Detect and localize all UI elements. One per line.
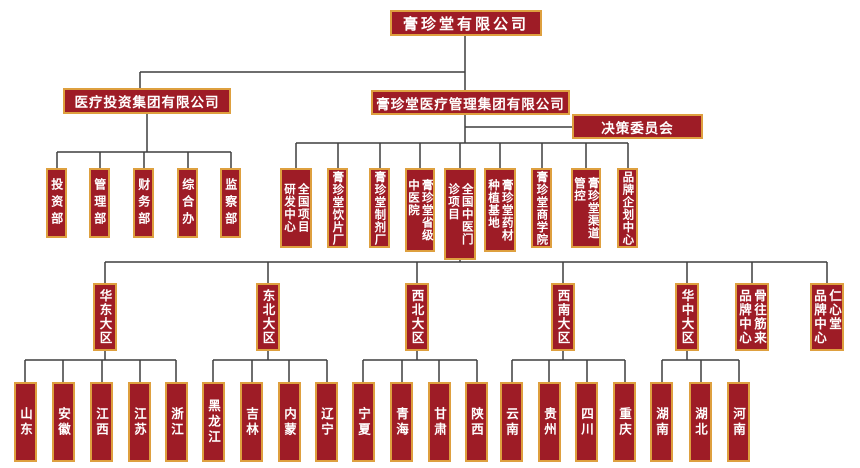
node-medical-dept-9-label: 品牌企划中心 bbox=[621, 170, 636, 246]
node-province-neimeng: 内蒙 bbox=[278, 382, 301, 462]
node-medical-dept-4: 膏珍堂省级 中医院 bbox=[405, 168, 435, 252]
node-province-gansu: 甘肃 bbox=[428, 382, 451, 462]
node-medical-dept-5-label: 全国中医门 诊项目 bbox=[447, 182, 475, 246]
node-province-jiangxi: 江西 bbox=[90, 382, 113, 462]
node-region-dongbei: 东北大区 bbox=[256, 283, 280, 351]
node-province-zhejiang-label: 浙江 bbox=[169, 406, 184, 438]
node-invest-dept-4: 综合办 bbox=[177, 168, 198, 238]
node-medical-dept-6: 膏珍堂药材 种植基地 bbox=[484, 168, 516, 252]
node-root-company-label: 膏珍堂有限公司 bbox=[402, 14, 529, 33]
node-medical-group: 膏珍堂医疗管理集团有限公司 bbox=[371, 90, 570, 115]
node-province-guizhou: 贵州 bbox=[538, 382, 561, 462]
node-province-chongqing: 重庆 bbox=[613, 382, 636, 462]
node-invest-dept-5-label: 监察部 bbox=[223, 177, 238, 229]
node-invest-dept-3: 财务部 bbox=[133, 168, 154, 238]
node-investment-group: 医疗投资集团有限公司 bbox=[63, 88, 231, 114]
node-province-hubei: 湖北 bbox=[689, 382, 712, 462]
node-decision-committee-label: 决策委员会 bbox=[601, 120, 674, 137]
node-province-anhui-label: 安徽 bbox=[56, 406, 71, 438]
node-province-neimeng-label: 内蒙 bbox=[282, 406, 297, 438]
node-brand-center-renxintang-label: 仁心堂 品牌中心 bbox=[812, 289, 842, 345]
node-province-jiangxi-label: 江西 bbox=[94, 406, 109, 438]
node-region-huadong-label: 华东大区 bbox=[97, 289, 113, 345]
node-province-ningxia-label: 宁夏 bbox=[356, 406, 371, 438]
node-invest-dept-2: 管理部 bbox=[89, 168, 110, 238]
node-province-qinghai-label: 青海 bbox=[394, 406, 409, 438]
node-medical-group-label: 膏珍堂医疗管理集团有限公司 bbox=[376, 96, 565, 113]
node-invest-dept-1-label: 投资部 bbox=[49, 177, 64, 229]
node-province-liaoning: 辽宁 bbox=[315, 382, 338, 462]
node-region-xibei: 西北大区 bbox=[405, 283, 429, 351]
node-medical-dept-9: 品牌企划中心 bbox=[617, 168, 638, 248]
node-province-shandong: 山东 bbox=[14, 382, 37, 462]
node-region-dongbei-label: 东北大区 bbox=[260, 289, 276, 345]
node-root-company: 膏珍堂有限公司 bbox=[390, 10, 542, 36]
node-province-jilin: 吉林 bbox=[240, 382, 263, 462]
node-brand-center-guwangjinlai: 骨往筋来 品牌中心 bbox=[735, 283, 769, 351]
node-medical-dept-3-label: 膏珍堂制剂厂 bbox=[373, 170, 388, 246]
node-province-liaoning-label: 辽宁 bbox=[319, 406, 334, 438]
node-province-hunan: 湖南 bbox=[650, 382, 673, 462]
node-medical-dept-3: 膏珍堂制剂厂 bbox=[369, 168, 390, 248]
node-province-qinghai: 青海 bbox=[390, 382, 413, 462]
node-medical-dept-6-label: 膏珍堂药材 种植基地 bbox=[487, 178, 515, 242]
node-investment-group-label: 医疗投资集团有限公司 bbox=[74, 95, 220, 111]
node-invest-dept-4-label: 综合办 bbox=[180, 177, 195, 229]
node-decision-committee: 决策委员会 bbox=[572, 114, 703, 139]
node-province-yunnan: 云南 bbox=[500, 382, 523, 462]
node-province-sichuan: 四川 bbox=[575, 382, 598, 462]
node-province-shaanxi: 陕西 bbox=[465, 382, 488, 462]
node-region-xinan: 西南大区 bbox=[551, 283, 575, 351]
node-province-ningxia: 宁夏 bbox=[352, 382, 375, 462]
node-invest-dept-5: 监察部 bbox=[220, 168, 241, 238]
node-province-jiangsu-label: 江苏 bbox=[132, 406, 147, 438]
node-province-hubei-label: 湖北 bbox=[693, 406, 708, 438]
node-province-henan: 河南 bbox=[727, 382, 750, 462]
node-brand-center-guwangjinlai-label: 骨往筋来 品牌中心 bbox=[737, 289, 767, 345]
node-province-guizhou-label: 贵州 bbox=[542, 406, 557, 438]
node-medical-dept-7: 膏珍堂商学院 bbox=[531, 168, 552, 248]
node-region-huazhong: 华中大区 bbox=[675, 283, 699, 351]
node-province-gansu-label: 甘肃 bbox=[432, 406, 447, 438]
node-medical-dept-2-label: 膏珍堂饮片厂 bbox=[331, 170, 346, 246]
node-medical-dept-7-label: 膏珍堂商学院 bbox=[535, 170, 550, 246]
node-region-xinan-label: 西南大区 bbox=[555, 289, 571, 345]
node-province-sichuan-label: 四川 bbox=[579, 406, 594, 438]
node-brand-center-renxintang: 仁心堂 品牌中心 bbox=[810, 283, 844, 351]
node-region-huadong: 华东大区 bbox=[93, 283, 117, 351]
node-province-jiangsu: 江苏 bbox=[128, 382, 151, 462]
node-province-zhejiang: 浙江 bbox=[165, 382, 188, 462]
node-medical-dept-5: 全国中医门 诊项目 bbox=[444, 168, 476, 260]
node-province-yunnan-label: 云南 bbox=[504, 406, 519, 438]
node-region-huazhong-label: 华中大区 bbox=[679, 289, 695, 345]
node-invest-dept-2-label: 管理部 bbox=[92, 177, 107, 229]
node-province-heilongjiang: 黑龙江 bbox=[202, 382, 225, 462]
node-invest-dept-1: 投资部 bbox=[46, 168, 67, 238]
node-province-shandong-label: 山东 bbox=[18, 406, 33, 438]
node-medical-dept-1: 全国项目 研发中心 bbox=[280, 168, 312, 248]
node-province-henan-label: 河南 bbox=[731, 406, 746, 438]
node-medical-dept-2: 膏珍堂饮片厂 bbox=[327, 168, 348, 248]
node-province-chongqing-label: 重庆 bbox=[617, 406, 632, 438]
node-province-hunan-label: 湖南 bbox=[654, 406, 669, 438]
node-invest-dept-3-label: 财务部 bbox=[136, 177, 151, 229]
node-medical-dept-8-label: 膏珍堂渠道 管控 bbox=[573, 176, 601, 240]
node-region-xibei-label: 西北大区 bbox=[409, 289, 425, 345]
node-province-jilin-label: 吉林 bbox=[244, 406, 259, 438]
node-medical-dept-8: 膏珍堂渠道 管控 bbox=[571, 168, 601, 248]
node-medical-dept-1-label: 全国项目 研发中心 bbox=[283, 183, 311, 233]
node-province-heilongjiang-label: 黑龙江 bbox=[206, 398, 221, 446]
node-province-shaanxi-label: 陕西 bbox=[469, 406, 484, 438]
node-medical-dept-4-label: 膏珍堂省级 中医院 bbox=[407, 178, 435, 242]
node-province-anhui: 安徽 bbox=[52, 382, 75, 462]
